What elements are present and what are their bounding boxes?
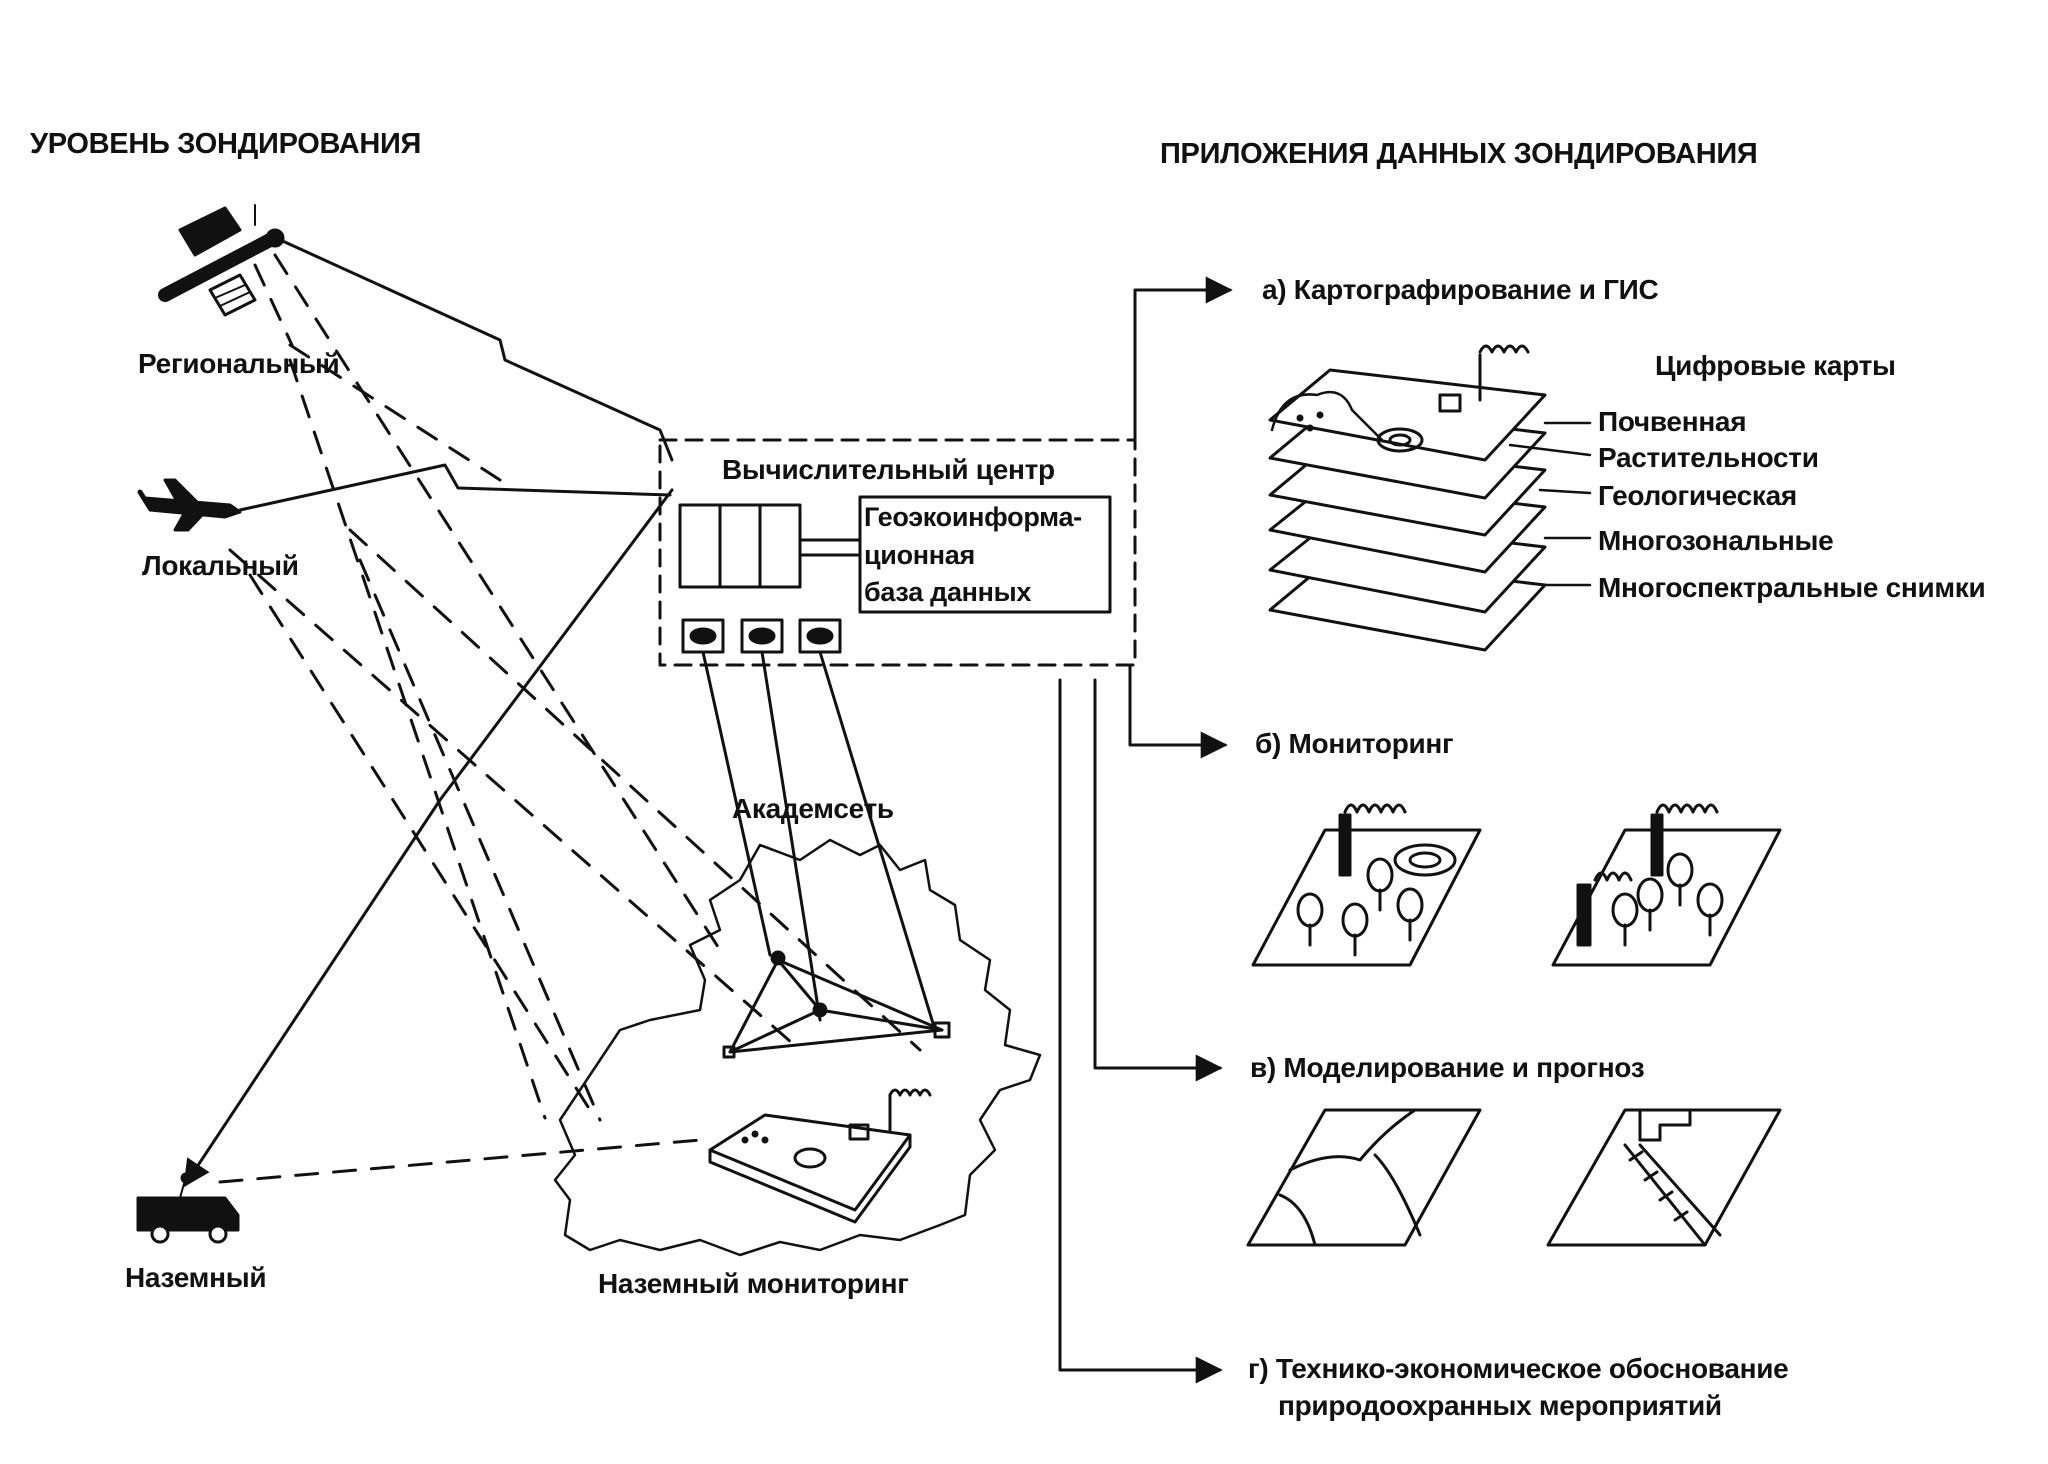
- computing-center-box: [658, 438, 1137, 667]
- map-layers-stack: [1268, 344, 1547, 652]
- airplane-icon: [137, 478, 242, 532]
- modeling-tile-right: [1546, 1108, 1782, 1247]
- layer-label-geological: Геологическая: [1598, 480, 1797, 511]
- regional-label: Региональный: [138, 348, 340, 379]
- database-line3: база данных: [864, 577, 1032, 607]
- layer-label-vegetation: Растительности: [1598, 442, 1819, 473]
- terminals-icon: [681, 618, 842, 654]
- app-g-label-line1: г) Технико-экономическое обоснование: [1248, 1353, 1789, 1384]
- database-line1: Геоэкоинформа-: [864, 502, 1082, 532]
- country-map-outline: [553, 838, 1042, 1257]
- ground-station-icon: [708, 1088, 932, 1224]
- app-b-label: б) Мониторинг: [1255, 728, 1454, 759]
- ground-vehicle-icon: [136, 1172, 240, 1244]
- computing-center-title: Вычислительный центр: [722, 454, 1055, 485]
- database-line2: ционная: [864, 540, 975, 570]
- monitoring-tile-right: [1551, 803, 1782, 967]
- layer-label-multizonal: Многозональные: [1598, 525, 1834, 556]
- layer-label-soil: Почвенная: [1598, 406, 1747, 437]
- local-label: Локальный: [142, 550, 299, 581]
- server-racks-icon: [678, 503, 802, 589]
- network-triangle: [722, 950, 951, 1059]
- digital-maps-title: Цифровые карты: [1655, 350, 1896, 381]
- ground-label: Наземный: [125, 1262, 267, 1293]
- applications-title: ПРИЛОЖЕНИЯ ДАННЫХ ЗОНДИРОВАНИЯ: [1160, 138, 1758, 170]
- akademset-label: Академсеть: [732, 793, 894, 824]
- app-g-label-line2: природоохранных мероприятий: [1278, 1390, 1722, 1421]
- modeling-tile-left: [1246, 1108, 1482, 1247]
- app-v-label: в) Моделирование и прогноз: [1250, 1052, 1645, 1083]
- ground-monitoring-label: Наземный мониторинг: [598, 1268, 909, 1299]
- app-a-label: а) Картографирование и ГИС: [1262, 274, 1659, 305]
- monitoring-tile-left: [1251, 803, 1482, 967]
- satellite-icon: [158, 204, 285, 317]
- layer-label-multispectral: Многоспектральные снимки: [1598, 572, 1986, 603]
- sensing-level-title: УРОВЕНЬ ЗОНДИРОВАНИЯ: [30, 128, 422, 160]
